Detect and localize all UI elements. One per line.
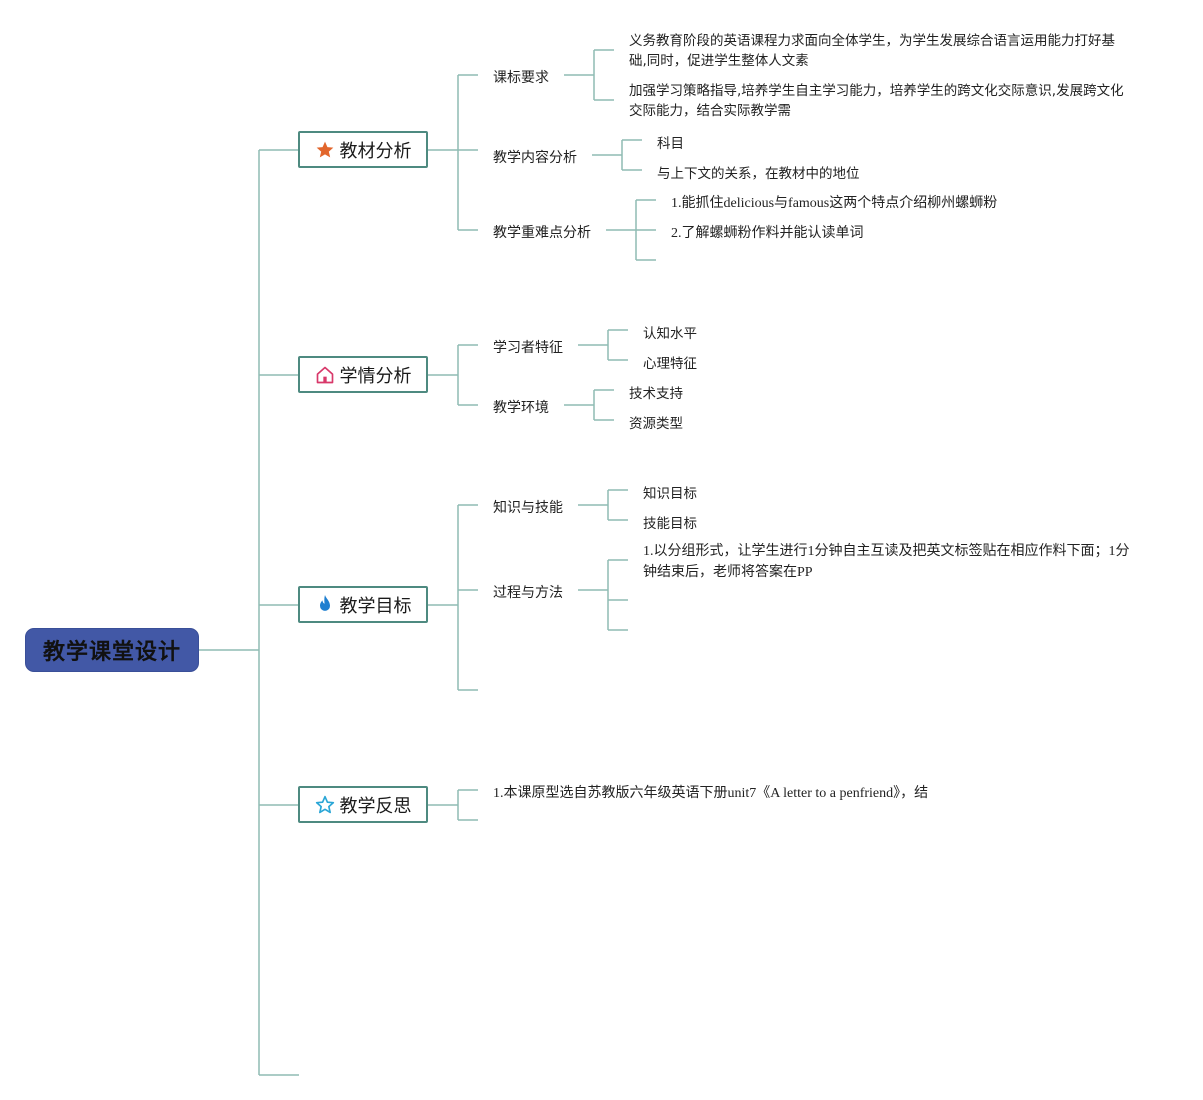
topic-content-analysis[interactable]: 教学内容分析 bbox=[493, 150, 577, 166]
branch-teaching-reflection[interactable]: 教学反思 bbox=[298, 786, 428, 823]
branch-textbook-analysis[interactable]: 教材分析 bbox=[298, 131, 428, 168]
leaf-difficulty-2[interactable]: 2.了解螺蛳粉作料并能认读单词 bbox=[671, 226, 864, 241]
leaf-reflection-1[interactable]: 1.本课原型选自苏教版六年级英语下册unit7《A letter to a pe… bbox=[493, 786, 929, 801]
flame-icon bbox=[315, 594, 335, 616]
topic-process-methods[interactable]: 过程与方法 bbox=[493, 585, 563, 601]
root-node[interactable]: 教学课堂设计 bbox=[25, 628, 199, 672]
branch-label: 学情分析 bbox=[339, 365, 412, 387]
leaf-tech-support[interactable]: 技术支持 bbox=[629, 386, 683, 402]
leaf-knowledge-goal[interactable]: 知识目标 bbox=[643, 486, 697, 502]
topic-key-difficulties[interactable]: 教学重难点分析 bbox=[493, 225, 591, 241]
leaf-skill-goal[interactable]: 技能目标 bbox=[643, 516, 697, 532]
home-icon bbox=[315, 365, 335, 385]
star-filled-icon bbox=[315, 140, 335, 160]
leaf-subject[interactable]: 科目 bbox=[657, 136, 684, 152]
leaf-curriculum-2[interactable]: 加强学习策略指导,培养学生自主学习能力，培养学生的跨文化交际意识,发展跨文化交际… bbox=[629, 83, 1124, 119]
leaf-difficulty-1[interactable]: 1.能抓住delicious与famous这两个特点介绍柳州螺蛳粉 bbox=[671, 196, 998, 211]
topic-curriculum-requirements[interactable]: 课标要求 bbox=[493, 70, 549, 86]
star-outline-icon bbox=[315, 795, 335, 815]
branch-label: 教学反思 bbox=[339, 795, 412, 817]
branch-learner-analysis[interactable]: 学情分析 bbox=[298, 356, 428, 393]
leaf-process-1[interactable]: 1.以分组形式，让学生进行1分钟自主互读及把英文标签贴在相应作料下面；1分钟结束… bbox=[643, 544, 1130, 580]
topic-knowledge-skills[interactable]: 知识与技能 bbox=[493, 500, 563, 516]
leaf-cognitive-level[interactable]: 认知水平 bbox=[643, 326, 697, 342]
leaf-curriculum-1[interactable]: 义务教育阶段的英语课程力求面向全体学生，为学生发展综合语言运用能力打好基础,同时… bbox=[629, 33, 1115, 69]
branch-label: 教材分析 bbox=[339, 140, 412, 162]
topic-learner-traits[interactable]: 学习者特征 bbox=[493, 340, 563, 356]
leaf-context-relation[interactable]: 与上下文的关系，在教材中的地位 bbox=[657, 166, 860, 182]
leaf-psychological-traits[interactable]: 心理特征 bbox=[643, 356, 697, 372]
branch-label: 教学目标 bbox=[339, 595, 412, 617]
branch-teaching-goals[interactable]: 教学目标 bbox=[298, 586, 428, 623]
topic-teaching-environment[interactable]: 教学环境 bbox=[493, 400, 549, 416]
leaf-resource-types[interactable]: 资源类型 bbox=[629, 416, 683, 432]
